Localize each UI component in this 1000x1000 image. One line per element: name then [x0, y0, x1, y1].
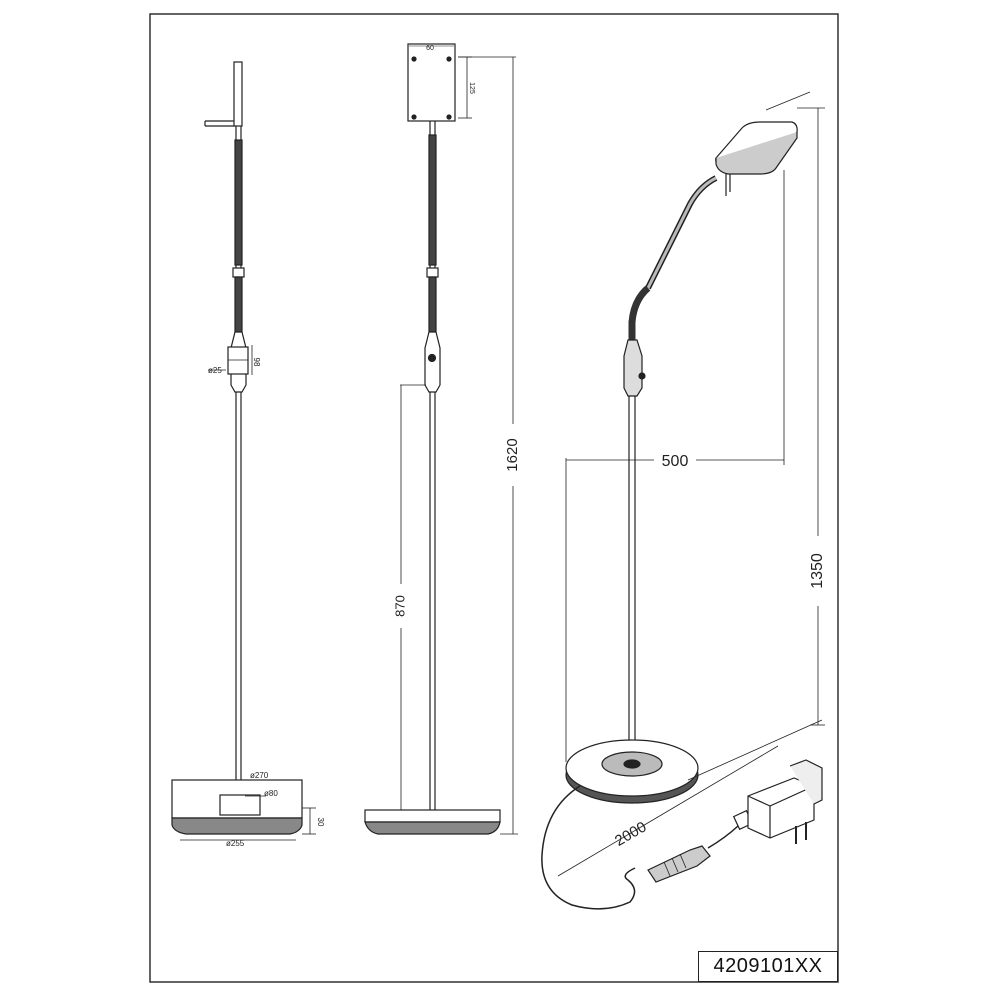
side-lower-flex: [234, 276, 243, 333]
side-upper-flex: [234, 139, 243, 266]
front-upper-flex: [428, 134, 437, 266]
front-view-labels: 60 125 870 1620: [392, 45, 521, 628]
switch-height-label: 870: [392, 595, 407, 617]
head-height-label: 125: [468, 82, 475, 94]
head-width-label: 60: [426, 45, 434, 52]
arm-height-label: 1350: [809, 553, 826, 589]
base-top-dia-label: ø270: [250, 771, 269, 780]
drawing-frame: [149, 13, 839, 983]
perspective-upper-arm: [645, 175, 718, 290]
front-lower-flex: [428, 276, 437, 333]
side-view-labels: 98 ø25 ø270 ø80 ø255 30: [208, 358, 325, 848]
inline-connector: [647, 845, 711, 883]
base-bottom-dia-label: ø255: [226, 839, 245, 848]
product-code: 4209101XX: [713, 955, 823, 977]
side-head: [233, 61, 243, 127]
side-base-plate: [171, 817, 303, 835]
front-head: [407, 43, 456, 122]
perspective-cable: [541, 785, 636, 910]
knob-height-label: 98: [252, 358, 261, 367]
base-inner-dia-label: ø80: [264, 789, 278, 798]
knob-dia-label: ø25: [208, 366, 222, 375]
cable-length-label: 2000: [612, 818, 649, 849]
side-view: [171, 61, 316, 841]
front-view: [364, 43, 518, 835]
perspective-view: [541, 91, 825, 910]
perspective-lower-flex: [628, 285, 651, 340]
product-code-box: 4209101XX: [698, 951, 838, 982]
total-height-label: 1620: [504, 438, 521, 471]
base-height-label: 30: [316, 818, 325, 827]
front-switch-knob: [427, 353, 437, 363]
perspective-switch-housing: [623, 339, 643, 397]
front-base: [364, 809, 501, 823]
reach-label: 500: [662, 453, 689, 470]
